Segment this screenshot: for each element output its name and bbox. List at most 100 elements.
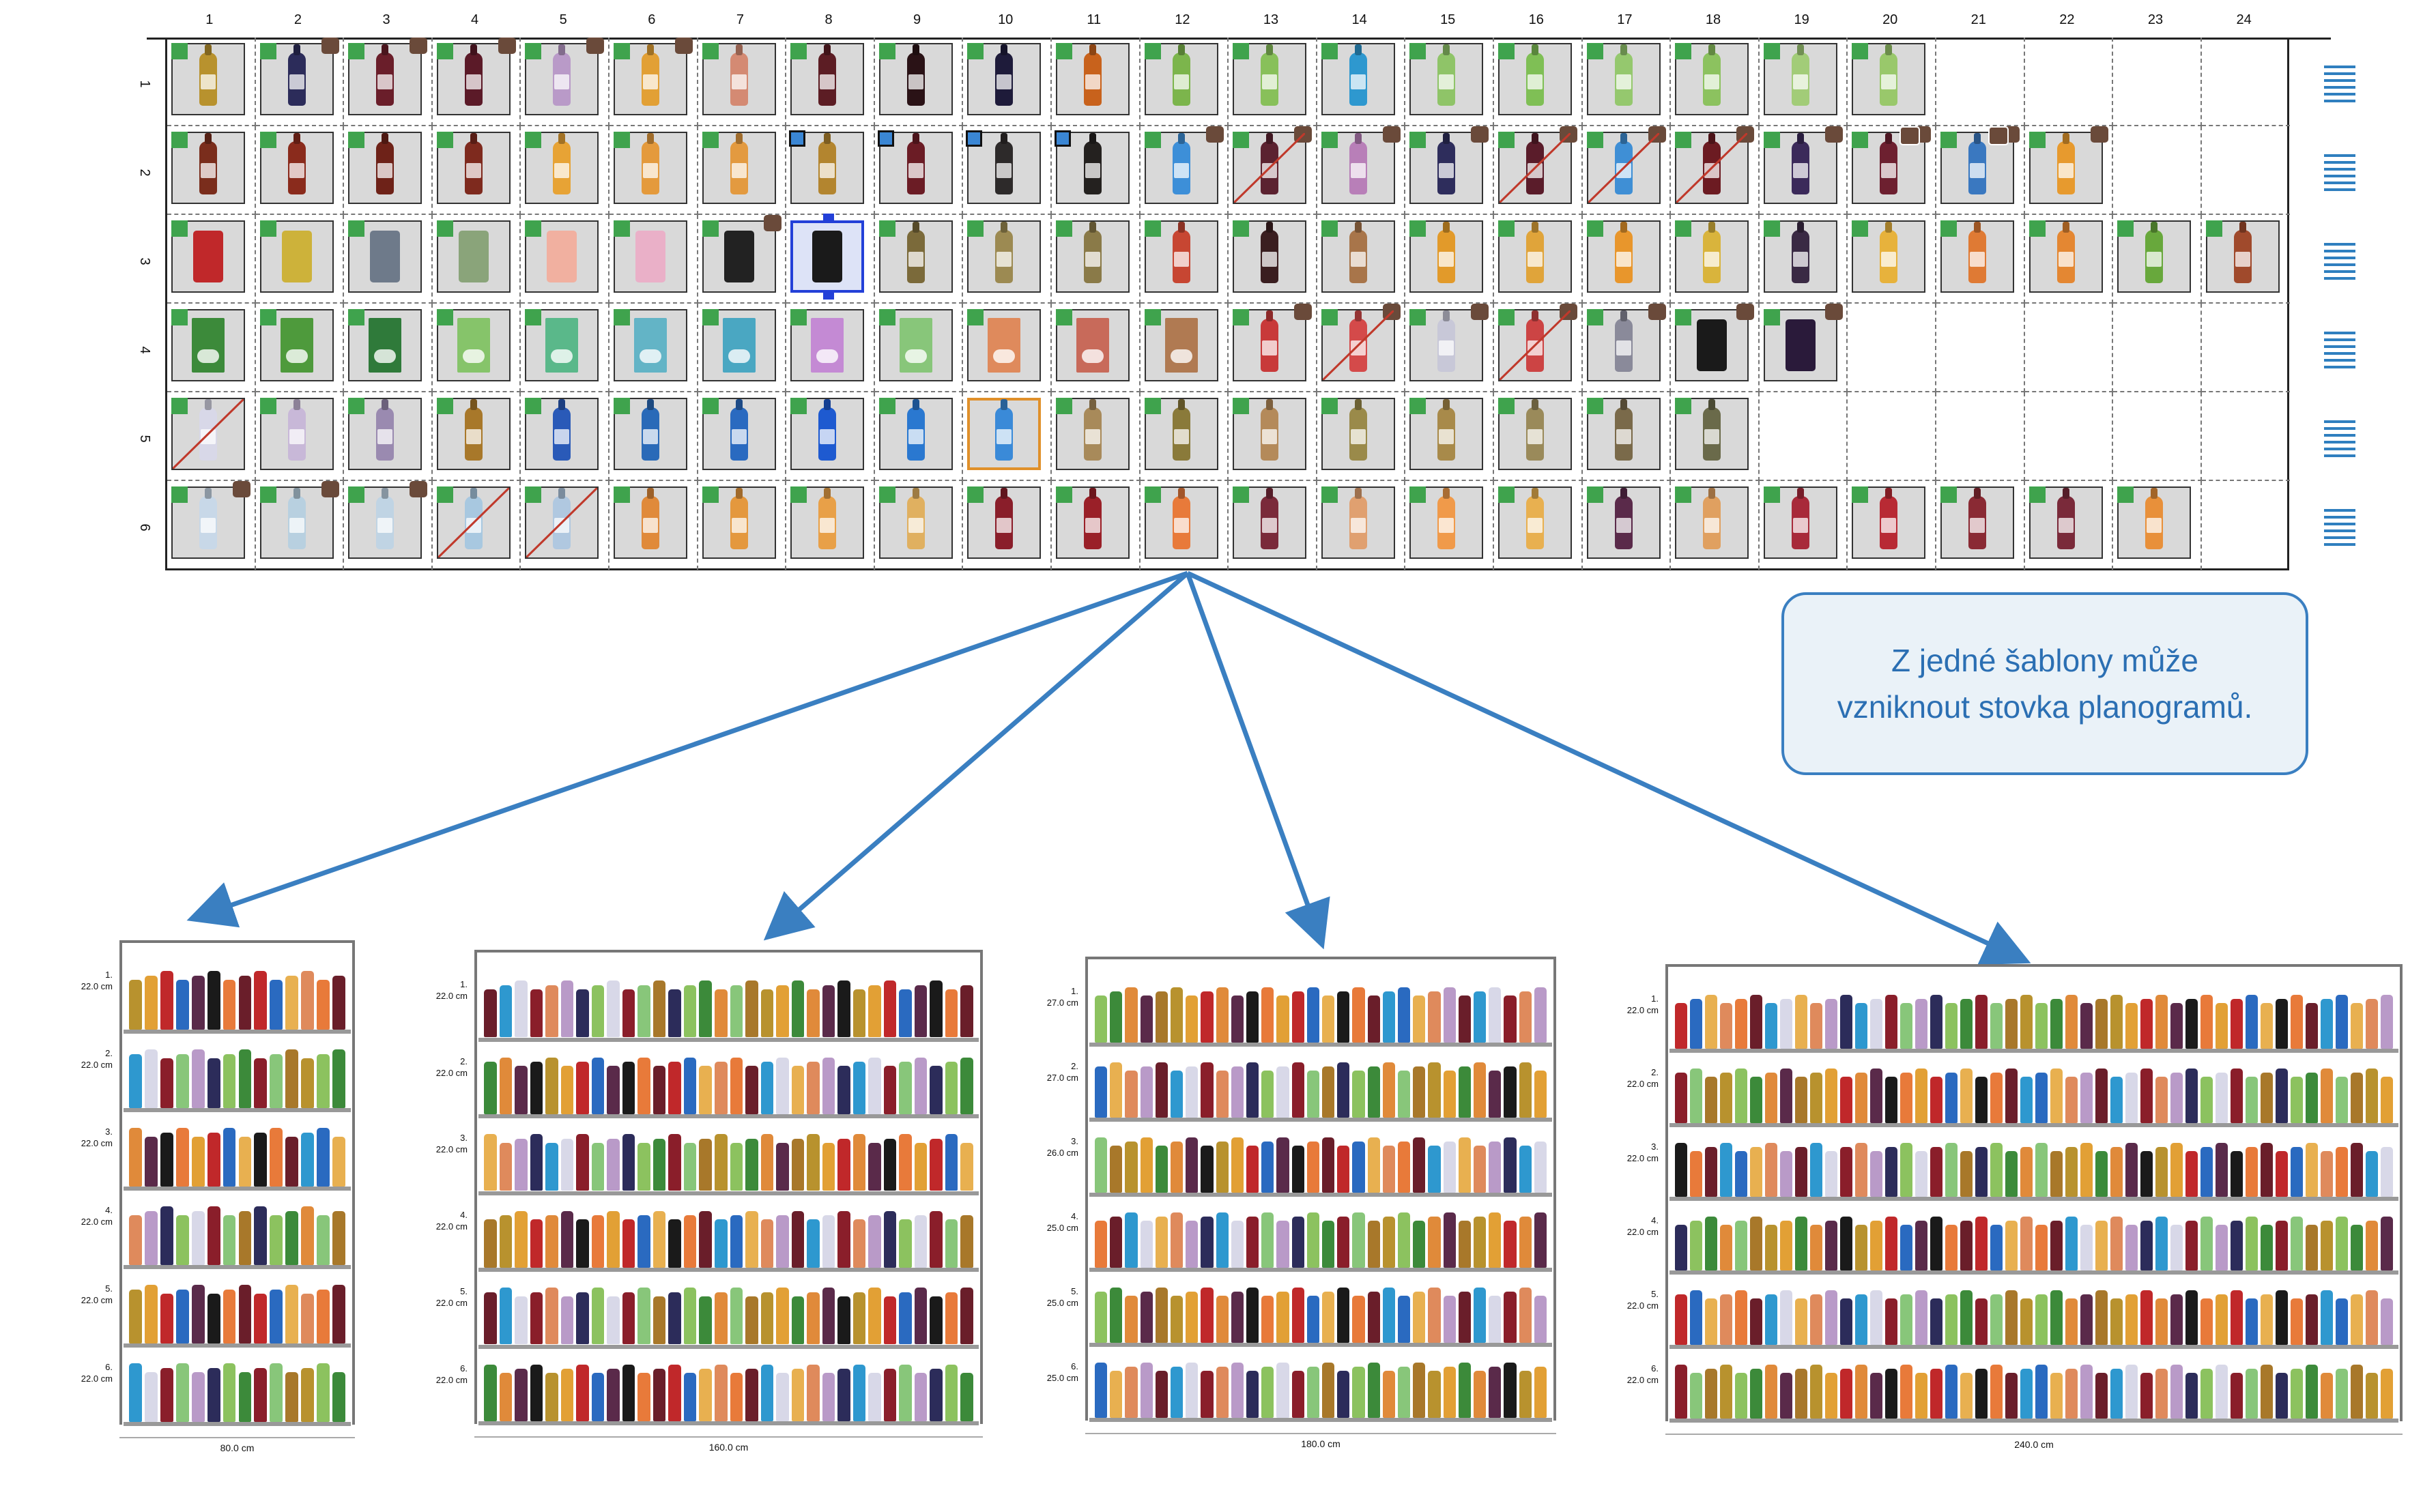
product-tile[interactable] <box>614 38 693 115</box>
shelf-product <box>1765 1142 1777 1197</box>
product-tile[interactable] <box>1409 126 1489 204</box>
product-tile[interactable] <box>259 132 334 204</box>
product-tile[interactable] <box>967 43 1042 115</box>
grid-cell[interactable] <box>1848 38 1936 126</box>
product-tile[interactable] <box>614 132 687 204</box>
grid-cell[interactable] <box>610 38 698 126</box>
shelf-label: 2.27.0 cm <box>1044 1060 1078 1084</box>
product-tile[interactable] <box>348 38 428 115</box>
product-tile[interactable] <box>1233 43 1307 115</box>
grid-cell[interactable] <box>1582 126 1672 215</box>
product-tile[interactable] <box>878 43 953 115</box>
product-tile[interactable] <box>702 43 776 115</box>
product-tile[interactable] <box>1144 43 1218 115</box>
product-tile[interactable] <box>1498 43 1572 115</box>
shelf-product <box>653 1066 666 1114</box>
grid-cell[interactable] <box>1671 38 1760 126</box>
grid-cell[interactable] <box>874 38 964 126</box>
grid-cell[interactable] <box>2024 38 2114 126</box>
product-tile[interactable] <box>525 38 605 115</box>
grid-cell[interactable] <box>698 126 787 215</box>
grid-cell[interactable] <box>344 38 433 126</box>
shelf-product <box>1915 1220 1927 1271</box>
shelf-product <box>2200 994 2213 1049</box>
shelf-product <box>1095 1363 1108 1418</box>
shelf-product <box>1155 1062 1168 1118</box>
product-tile[interactable] <box>1056 43 1130 115</box>
product-tile[interactable] <box>1409 43 1484 115</box>
grid-cell[interactable] <box>1759 38 1848 126</box>
grid-cell[interactable] <box>1405 126 1494 215</box>
grid-cell[interactable] <box>1317 126 1406 215</box>
grid-cell[interactable] <box>874 126 964 215</box>
grid-cell[interactable] <box>963 38 1052 126</box>
grid-cell[interactable] <box>1317 38 1406 126</box>
product-tile[interactable] <box>1055 130 1130 204</box>
grid-cell[interactable] <box>1405 38 1494 126</box>
grid-cell[interactable] <box>1582 38 1672 126</box>
shelf-board <box>1669 1197 2398 1201</box>
grid-cell[interactable] <box>255 38 345 126</box>
grid-cell[interactable] <box>1936 38 2025 126</box>
product-tile[interactable] <box>1144 126 1224 204</box>
product-tile[interactable] <box>1852 43 1926 115</box>
facing-tag-icon <box>586 38 605 54</box>
product-tile[interactable] <box>789 130 865 204</box>
grid-cell[interactable] <box>344 126 433 215</box>
product-tile[interactable] <box>171 43 245 115</box>
grid-cell[interactable] <box>167 38 256 126</box>
product-tile[interactable] <box>525 132 599 204</box>
product-tile[interactable] <box>348 132 422 204</box>
grid-cell[interactable] <box>786 38 875 126</box>
product-tile[interactable] <box>1763 43 1837 115</box>
product-tile[interactable] <box>790 43 865 115</box>
grid-cell[interactable] <box>610 126 698 215</box>
shelf-product <box>837 1066 850 1114</box>
shelf-product <box>1930 1146 1942 1197</box>
product-tile[interactable] <box>1586 43 1661 115</box>
product-tile[interactable] <box>259 38 339 115</box>
product-tile[interactable] <box>1233 126 1313 204</box>
grid-cell[interactable] <box>698 38 787 126</box>
grid-cell[interactable] <box>521 38 610 126</box>
shelf-product <box>1474 1146 1487 1193</box>
product-tile[interactable] <box>1586 126 1666 204</box>
product-tile[interactable] <box>436 38 516 115</box>
shelf-product <box>2080 1364 2093 1419</box>
shelf-product <box>1276 1221 1289 1268</box>
grid-cell[interactable] <box>1140 38 1229 126</box>
grid-cell[interactable] <box>1229 126 1317 215</box>
grid-cell[interactable] <box>1494 126 1583 215</box>
product-tile[interactable] <box>877 130 953 204</box>
product-tile[interactable] <box>1498 126 1577 204</box>
product-tile[interactable] <box>702 132 776 204</box>
grid-cell[interactable] <box>255 126 345 215</box>
grid-cell[interactable] <box>1494 38 1583 126</box>
product-tile[interactable] <box>1321 43 1395 115</box>
product-tile[interactable] <box>1321 126 1401 204</box>
grid-cell[interactable] <box>521 126 610 215</box>
grid-cell[interactable] <box>1140 126 1229 215</box>
grid-cell[interactable] <box>1052 126 1141 215</box>
product-tile[interactable] <box>966 130 1042 204</box>
product-tile[interactable] <box>436 132 511 204</box>
product-tile[interactable] <box>171 132 245 204</box>
grid-cell[interactable] <box>1052 38 1141 126</box>
grid-cell[interactable] <box>167 126 256 215</box>
shelf-product <box>1840 994 1852 1049</box>
grid-cell[interactable] <box>2201 38 2291 126</box>
grid-cell[interactable] <box>432 38 521 126</box>
width-dimension-line <box>474 1436 983 1438</box>
grid-cell[interactable] <box>1229 38 1317 126</box>
product-tile[interactable] <box>1675 43 1749 115</box>
bottle-icon <box>464 141 483 194</box>
shelf-board <box>1089 1268 1552 1272</box>
grid-cell[interactable] <box>2113 38 2202 126</box>
grid-cell[interactable] <box>963 126 1052 215</box>
grid-cell[interactable] <box>432 126 521 215</box>
shelf-product <box>1534 1212 1547 1268</box>
